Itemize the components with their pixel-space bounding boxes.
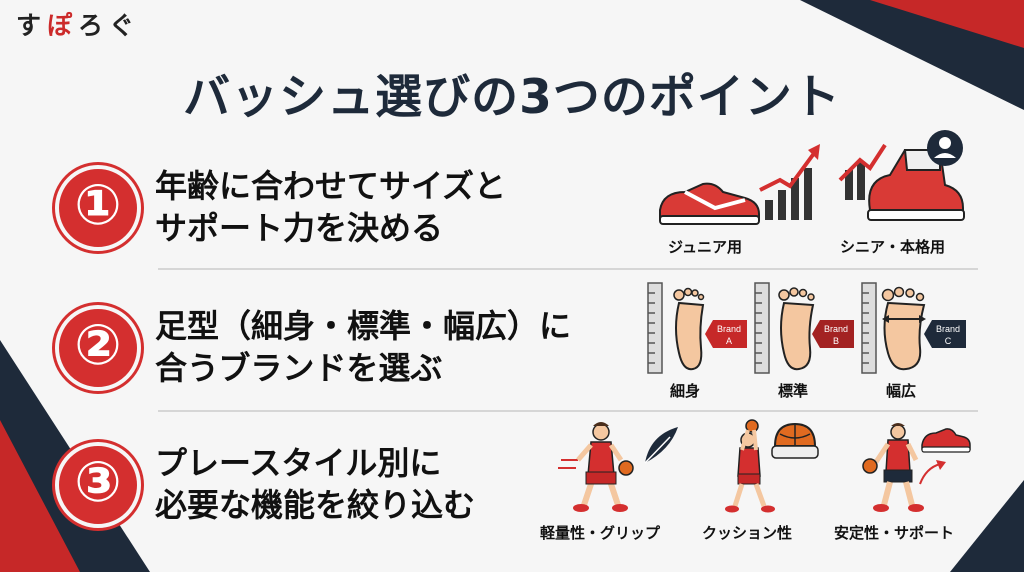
tag-letter: B	[833, 336, 839, 346]
point-heading-line1: プレースタイル別に	[155, 444, 442, 482]
foot-icon	[881, 286, 926, 371]
point-heading: 足型（細身・標準・幅広）に 合うブランドを選ぶ	[155, 305, 571, 389]
illustration-caption: クッション性	[702, 524, 793, 542]
sneaker-low-icon	[659, 182, 760, 225]
tag-letter: C	[945, 336, 952, 346]
arrow-icon	[919, 460, 946, 485]
foot-icon	[778, 287, 815, 371]
illustration-caption: 幅広	[886, 382, 917, 400]
basketball-icon	[771, 422, 819, 459]
illustration-caption: 標準	[778, 382, 809, 400]
price-tag-icon: Brand B	[812, 320, 854, 348]
tag-letter: A	[726, 336, 732, 346]
illustration-caption: 安定性・サポート	[834, 524, 955, 542]
foot-icon	[673, 287, 705, 371]
page-title: バッシュ選びの3つのポイント	[183, 70, 841, 125]
point-row-3: ③ プレースタイル別に 必要な機能を絞り込む	[55, 442, 985, 532]
illustration-caption: 軽量性・グリップ	[540, 524, 661, 542]
point-number-badge: ③	[55, 442, 141, 528]
section-divider	[158, 268, 978, 270]
point-number-badge: ②	[55, 305, 141, 391]
person-icon	[927, 130, 963, 166]
ruler-icon	[861, 282, 877, 374]
point-heading-line1: 足型（細身・標準・幅広）に	[155, 307, 572, 345]
logo-text-1: す	[16, 11, 48, 40]
point-heading-line2: 合うブランドを選ぶ	[155, 349, 443, 387]
sneaker-low-icon	[921, 428, 971, 453]
basketball-player-icon	[558, 422, 634, 512]
point-heading-line2: 必要な機能を絞り込む	[155, 486, 476, 524]
ruler-icon	[754, 282, 770, 374]
point-heading: 年齢に合わせてサイズと サポート力を決める	[155, 165, 506, 249]
section-divider	[158, 410, 978, 412]
point-heading: プレースタイル別に 必要な機能を絞り込む	[155, 442, 475, 526]
point-heading-line1: 年齢に合わせてサイズと	[155, 167, 507, 205]
tag-brand: Brand	[824, 324, 848, 334]
price-tag-icon: Brand A	[705, 320, 747, 348]
feather-icon	[644, 427, 678, 464]
tag-brand: Brand	[717, 324, 741, 334]
point-heading-line2: サポート力を決める	[155, 209, 444, 247]
logo-text-2: ぽ	[47, 11, 79, 40]
illustration-caption: シニア・本格用	[840, 238, 946, 256]
illustration-caption: ジュニア用	[668, 238, 742, 256]
basketball-player-icon	[862, 423, 924, 512]
basketball-player-icon	[725, 419, 775, 513]
site-logo[interactable]: すぽろぐ	[16, 6, 140, 42]
point-row-1: ① 年齢に合わせてサイズと サポート力を決める	[55, 165, 985, 255]
price-tag-icon: Brand C	[924, 320, 966, 348]
illustration-caption: 細身	[670, 382, 701, 400]
point-row-2: ② 足型（細身・標準・幅広）に 合うブランドを選ぶ	[55, 305, 985, 395]
tag-brand: Brand	[936, 324, 960, 334]
growth-chart-icon	[759, 144, 820, 220]
logo-text-3: ろぐ	[78, 11, 141, 40]
point-number-badge: ①	[55, 165, 141, 251]
ruler-icon	[647, 282, 663, 374]
